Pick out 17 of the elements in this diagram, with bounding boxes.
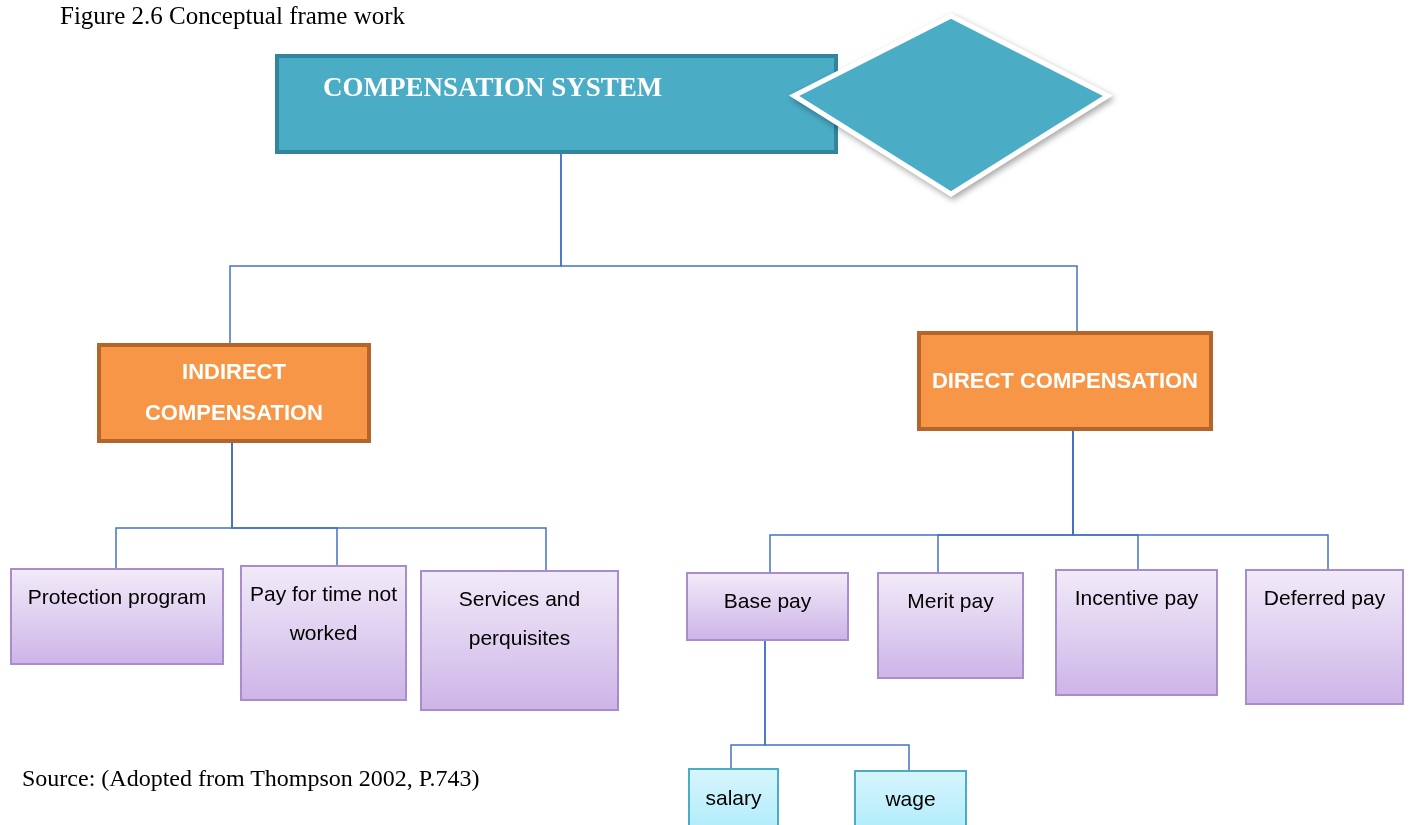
category-box: Pay for time not worked — [240, 565, 407, 701]
category-box: Base pay — [686, 572, 849, 641]
category-box: wage — [854, 770, 967, 825]
category-box: Protection program — [10, 568, 224, 665]
category-box: COMPENSATION SYSTEM — [275, 54, 838, 154]
category-box: INDIRECT COMPENSATION — [97, 343, 371, 443]
category-box: Services and perquisites — [420, 570, 619, 711]
connector-line — [560, 153, 1078, 332]
source-note: Source: (Adopted from Thompson 2002, P.743) — [22, 765, 480, 792]
connector-line — [231, 442, 547, 571]
connector-line — [764, 640, 910, 771]
category-box: Incentive pay — [1055, 569, 1218, 696]
category-box: salary — [688, 768, 779, 825]
category-box: DIRECT COMPENSATION — [917, 331, 1213, 431]
category-box: Deferred pay — [1245, 569, 1404, 705]
category-box: Merit pay — [877, 572, 1024, 679]
figure-title: Figure 2.6 Conceptual frame work — [60, 2, 406, 30]
